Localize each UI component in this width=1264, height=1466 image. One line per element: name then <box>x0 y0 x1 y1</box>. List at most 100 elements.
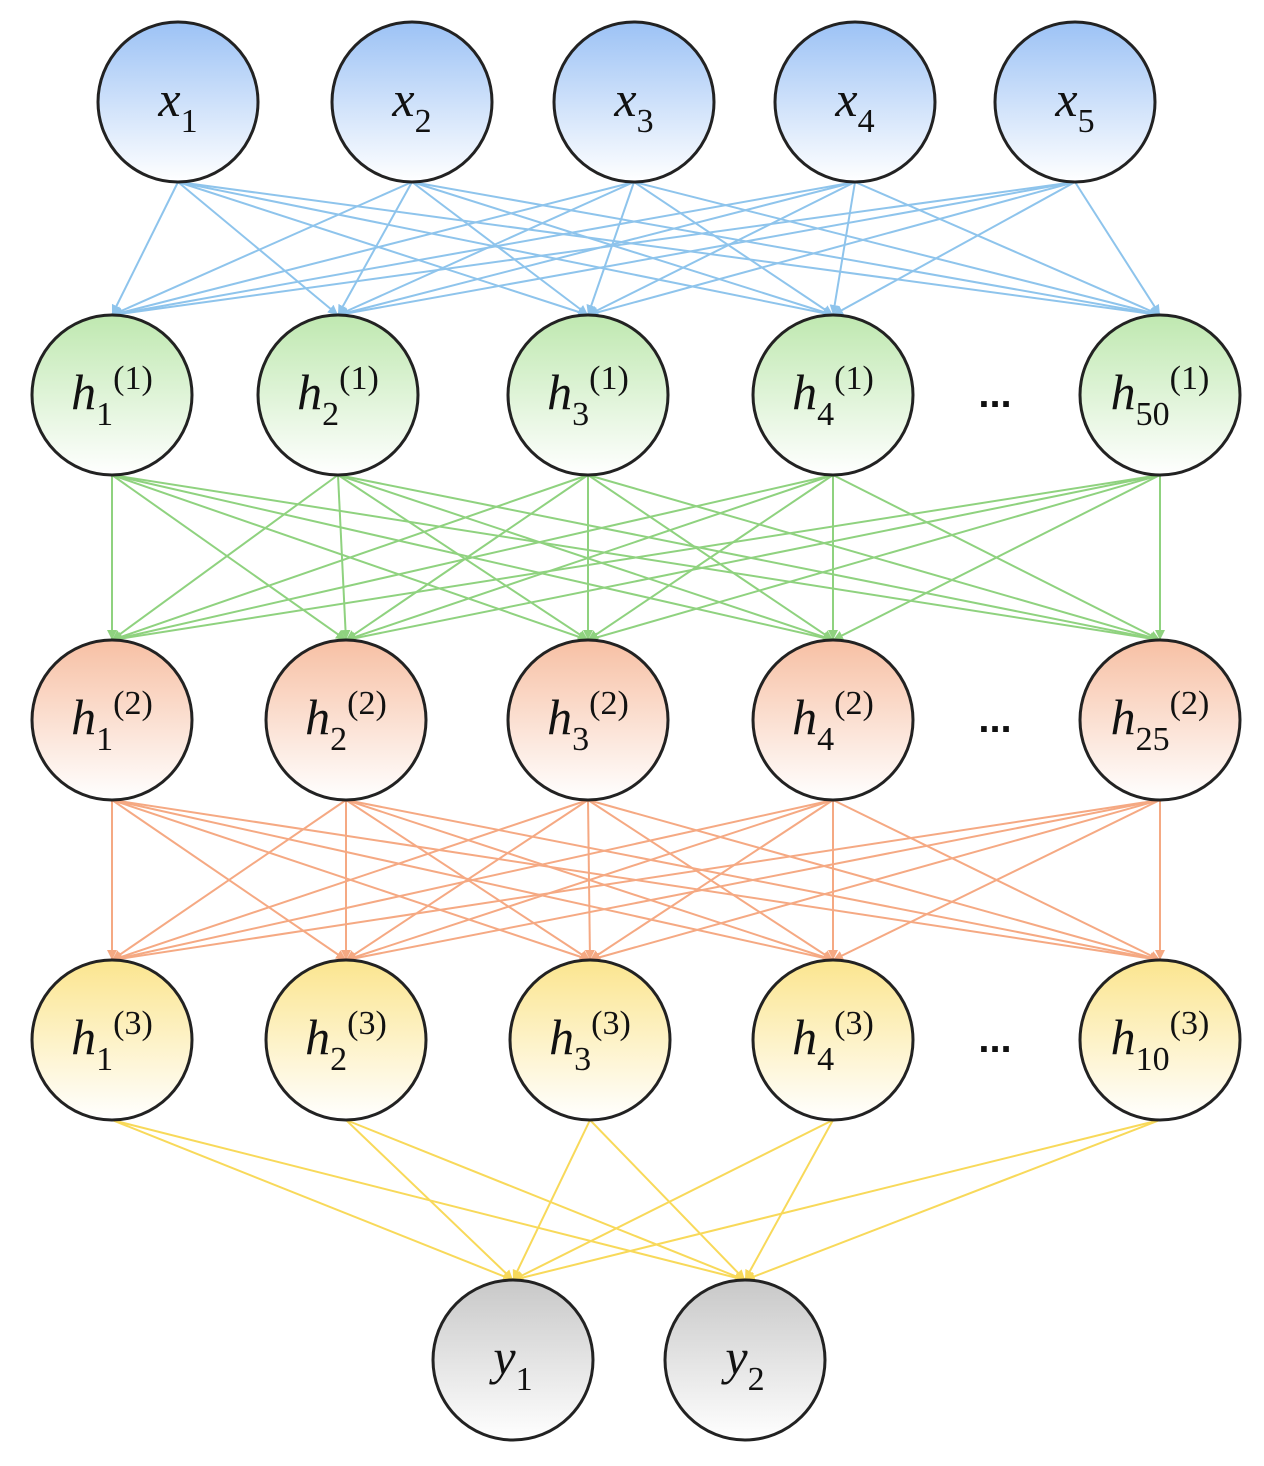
node-label: h2(2) <box>305 685 387 758</box>
node-label: h4(3) <box>792 1005 874 1078</box>
ellipsis-hidden-2: ... <box>978 697 1011 741</box>
edge-hidden-1-2-to-4 <box>337 474 834 642</box>
node-circle <box>552 20 716 184</box>
node-subscript: 2 <box>322 396 339 433</box>
node-label: h50(1) <box>1111 360 1210 433</box>
node-symbol: h <box>792 689 817 745</box>
node-input-1: x1 <box>96 20 260 184</box>
node-symbol: h <box>1111 689 1136 745</box>
node-subscript: 1 <box>181 103 198 140</box>
node-hidden-2-1: h1(2) <box>30 638 194 802</box>
node-label: h25(2) <box>1111 685 1210 758</box>
node-subscript: 4 <box>817 721 834 758</box>
node-hidden-3-4: h4(3) <box>751 958 915 1122</box>
node-circle <box>751 958 915 1122</box>
node-hidden-1-3: h3(1) <box>506 313 670 477</box>
ellipsis-hidden-1: ... <box>978 372 1011 416</box>
edge-hidden-1-3-to-2 <box>345 474 589 641</box>
node-label: x3 <box>613 71 653 140</box>
node-symbol: h <box>547 689 572 745</box>
node-input-4: x4 <box>773 20 937 184</box>
edge-input-4-to-1 <box>111 181 856 319</box>
node-hidden-1-2: h2(1) <box>256 313 420 477</box>
edge-hidden-1-5-to-1 <box>111 474 1161 644</box>
node-subscript: 2 <box>748 1361 765 1398</box>
node-label: x5 <box>1054 71 1094 140</box>
node-symbol: x <box>613 71 636 127</box>
edge-hidden-3-4-to-2 <box>744 1119 834 1281</box>
ellipsis-hidden-3: ... <box>978 1017 1011 1061</box>
edge-input-2-to-5 <box>411 181 1161 319</box>
edge-hidden-1-4-to-2 <box>345 474 834 642</box>
node-superscript: (3) <box>834 1005 874 1042</box>
node-label: h10(3) <box>1111 1005 1210 1078</box>
node-superscript: (1) <box>834 360 874 397</box>
edge-hidden-2-3-to-1 <box>111 799 589 962</box>
node-circle <box>256 313 420 477</box>
node-superscript: (3) <box>1170 1005 1210 1042</box>
node-hidden-2-2: h2(2) <box>264 638 428 802</box>
node-symbol: h <box>297 364 322 420</box>
node-subscript: 3 <box>572 721 589 758</box>
node-circle <box>30 313 194 477</box>
edge-hidden-3-2-to-2 <box>345 1119 746 1281</box>
edge-input-3-to-4 <box>633 181 834 316</box>
node-circle <box>993 20 1157 184</box>
edge-input-1-to-4 <box>177 181 834 318</box>
node-circle <box>508 958 672 1122</box>
node-hidden-3-3: h3(3) <box>508 958 672 1122</box>
node-label: h1(1) <box>71 360 153 433</box>
node-input-2: x2 <box>330 20 494 184</box>
edge-input-4-to-3 <box>587 181 856 316</box>
node-symbol: h <box>1111 364 1136 420</box>
edge-input-4-to-4 <box>829 181 856 316</box>
node-label: y1 <box>488 1329 532 1398</box>
node-subscript: 4 <box>858 103 875 140</box>
node-symbol: h <box>305 1009 330 1065</box>
connections <box>107 181 1165 1283</box>
node-hidden-2-5: h25(2) <box>1078 638 1242 802</box>
node-symbol: h <box>71 1009 96 1065</box>
node-subscript: 3 <box>572 396 589 433</box>
edge-hidden-2-5-to-1 <box>111 799 1161 964</box>
node-hidden-1-4: h4(1) <box>751 313 915 477</box>
node-superscript: (2) <box>834 685 874 722</box>
node-subscript: 1 <box>96 1041 113 1078</box>
node-symbol: x <box>1054 71 1077 127</box>
edge-input-4-to-5 <box>854 181 1161 316</box>
node-label: x2 <box>391 71 431 140</box>
edge-hidden-1-5-to-4 <box>832 474 1161 641</box>
edge-input-2-to-3 <box>411 181 589 316</box>
node-output-1: y1 <box>431 1278 595 1442</box>
node-superscript: (1) <box>339 360 379 397</box>
node-output-2: y2 <box>663 1278 827 1442</box>
node-superscript: (1) <box>113 360 153 397</box>
node-symbol: h <box>305 689 330 745</box>
edge-input-3-to-5 <box>633 181 1161 318</box>
node-circle <box>506 313 670 477</box>
node-symbol: x <box>157 71 180 127</box>
node-symbol: h <box>792 364 817 420</box>
edge-input-5-to-3 <box>587 181 1076 318</box>
node-superscript: (1) <box>589 360 629 397</box>
node-label: h3(2) <box>547 685 629 758</box>
node-label: h3(1) <box>547 360 629 433</box>
node-label: x1 <box>157 71 197 140</box>
edge-hidden-1-4-to-1 <box>111 474 834 643</box>
node-input-3: x3 <box>552 20 716 184</box>
edge-hidden-2-4-to-1 <box>111 799 834 963</box>
node-subscript: 3 <box>637 103 654 140</box>
node-label: h4(1) <box>792 360 874 433</box>
node-symbol: y <box>488 1329 516 1385</box>
node-label: h2(1) <box>297 360 379 433</box>
edge-hidden-1-2-to-3 <box>337 474 589 641</box>
edge-hidden-2-5-to-4 <box>832 799 1161 961</box>
edge-input-1-to-5 <box>177 181 1161 319</box>
node-label: y2 <box>720 1329 764 1398</box>
node-subscript: 1 <box>96 721 113 758</box>
node-circle <box>773 20 937 184</box>
edge-hidden-3-5-to-1 <box>512 1119 1161 1283</box>
node-circle <box>751 313 915 477</box>
edge-hidden-3-2-to-1 <box>345 1119 514 1281</box>
